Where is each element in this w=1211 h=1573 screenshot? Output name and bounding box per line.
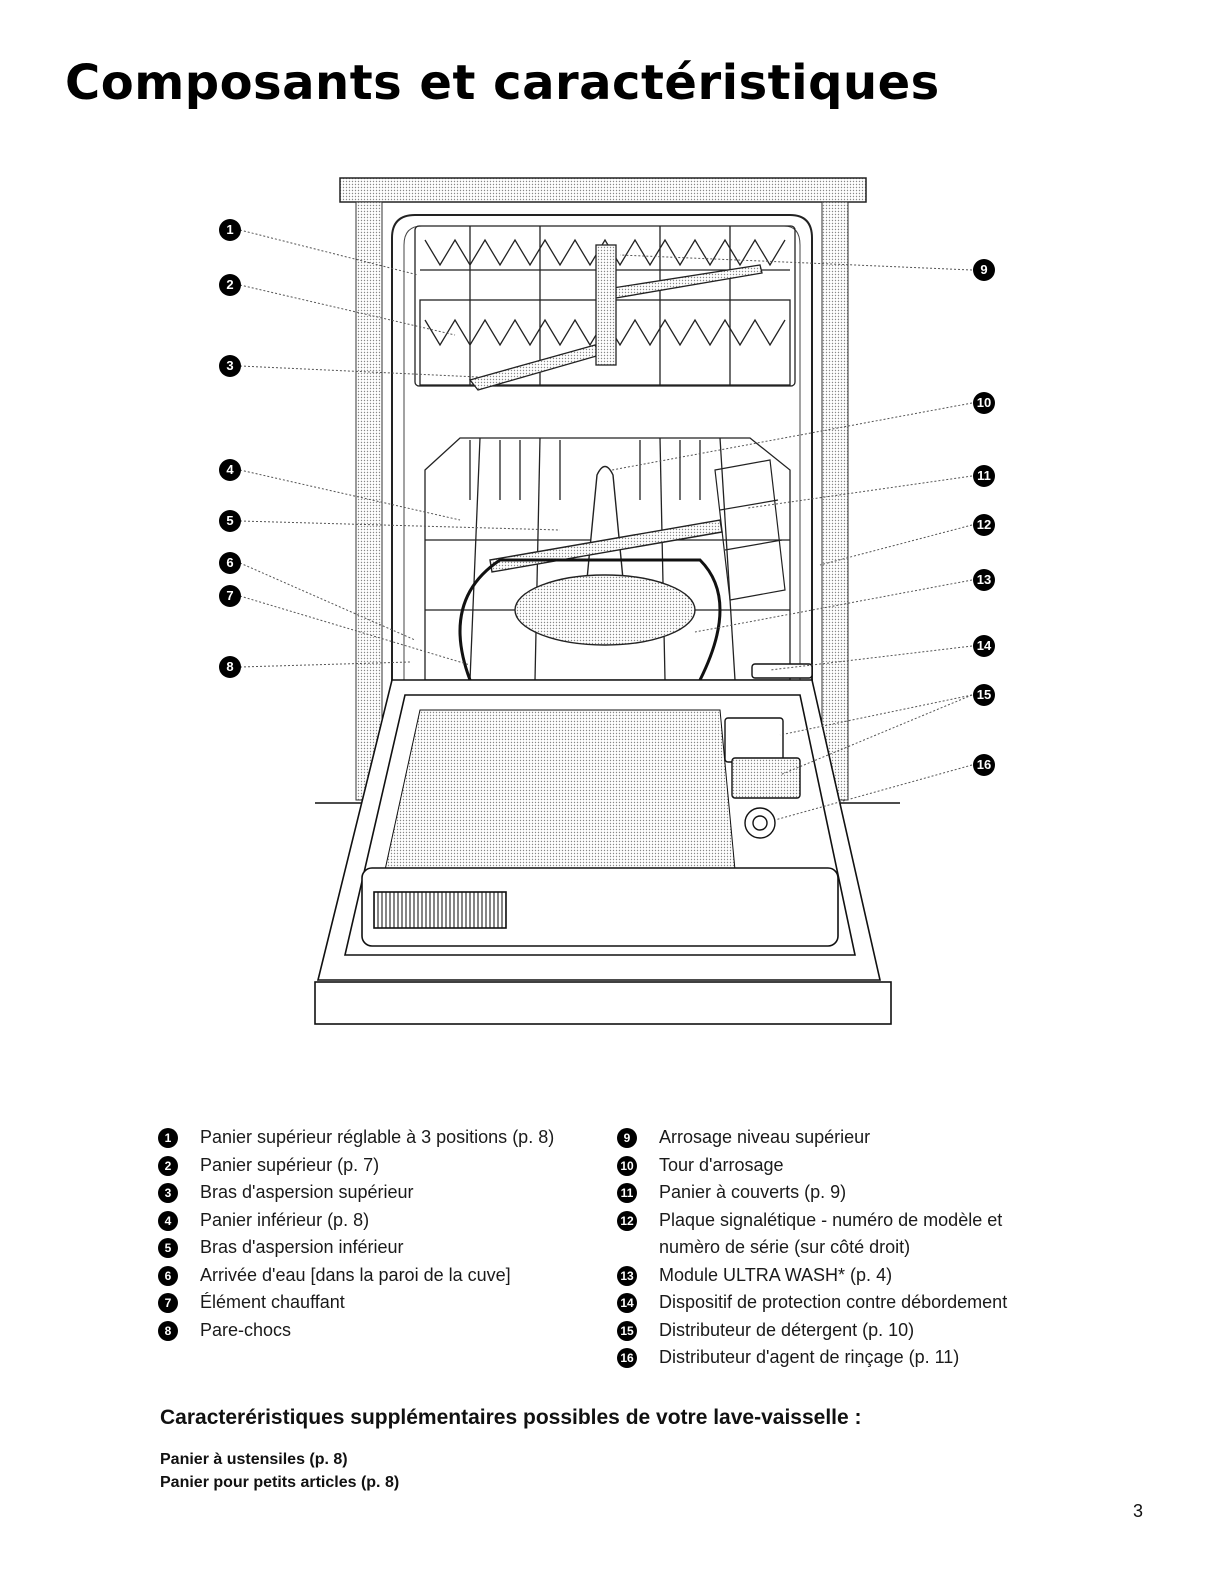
legend-number: 13 <box>617 1265 637 1286</box>
legend-text: Panier supérieur (p. 7) <box>200 1154 380 1175</box>
callout-11: 11 <box>973 465 995 487</box>
callout-8: 8 <box>219 656 241 678</box>
door-vent <box>373 891 507 929</box>
legend-text: Arrosage niveau supérieur <box>659 1127 871 1147</box>
legend-number: 7 <box>158 1293 178 1313</box>
callout-14: 14 <box>973 635 995 657</box>
legend-right: 9 Arrosage niveau supérieur 10 Tour d'arro… <box>617 1124 1067 1372</box>
legend-text: Pare-chocs <box>200 1319 292 1340</box>
callout-3: 3 <box>219 355 241 377</box>
heating-element <box>458 558 722 681</box>
legend-item-1: 1 Panier supérieur réglable à 3 positions… <box>158 1124 608 1152</box>
callout-16: 16 <box>973 754 995 776</box>
legend-number: 11 <box>617 1183 637 1203</box>
tub-outline <box>391 214 813 690</box>
legend-text: Dispositif de protection contre débordem… <box>659 1292 1008 1312</box>
page-number: 3 <box>1133 1501 1144 1521</box>
legend-item-14: 14 Dispositif de protection contre débord… <box>617 1289 1067 1317</box>
extra-feature-item: Panier à ustensiles (p. 8) <box>160 1451 348 1468</box>
legend-number: 4 <box>158 1210 178 1231</box>
legend-item-11: 11 Panier à couverts (p. 9) <box>617 1179 1067 1207</box>
countertop <box>339 177 867 203</box>
legend-number: 10 <box>617 1155 637 1176</box>
legend-number: 14 <box>617 1293 637 1313</box>
legend-number: 5 <box>158 1238 178 1258</box>
upper-spray-arm <box>468 244 763 391</box>
legend-item-9: 9 Arrosage niveau supérieur <box>617 1124 1067 1152</box>
legend-number: 3 <box>158 1183 178 1203</box>
legend-number: 9 <box>617 1128 637 1148</box>
door <box>314 679 892 1025</box>
legend-item-15: 15 Distributeur de détergent (p. 10) <box>617 1317 1067 1345</box>
wash-tower <box>489 465 723 646</box>
legend-item-5: 5 Bras d'aspersion inférieur <box>158 1234 608 1262</box>
legend-item-13: 13 Module ULTRA WASH* (p. 4) <box>617 1262 1067 1290</box>
legend-number: 8 <box>158 1320 178 1341</box>
legend-item-10: 10 Tour d'arrosage <box>617 1152 1067 1180</box>
page-title: Composants et caractéristiques <box>65 55 940 111</box>
callout-7: 7 <box>219 585 241 607</box>
dispensers <box>724 663 813 839</box>
callout-10: 10 <box>973 392 995 414</box>
extra-features-heading: Caracteréristiques supplémentaires possi… <box>160 1406 862 1429</box>
extra-feature-item: Panier pour petits articles (p. 8) <box>160 1474 400 1491</box>
legend-text: Panier supérieur réglable à 3 positions … <box>200 1127 555 1147</box>
legend-item-7: 7 Élément chauffant <box>158 1289 608 1317</box>
legend-item-16: 16 Distributeur d'agent de rinçage (p. 11… <box>617 1344 1067 1372</box>
legend-text: Panier à couverts (p. 9) <box>659 1182 847 1202</box>
legend-text: Bras d'aspersion supérieur <box>200 1182 414 1202</box>
legend-number: 15 <box>617 1320 637 1341</box>
callout-5: 5 <box>219 510 241 532</box>
legend-text: Module ULTRA WASH* (p. 4) <box>659 1264 893 1285</box>
legend-item-3: 3 Bras d'aspersion supérieur <box>158 1179 608 1207</box>
leader-lines <box>239 229 973 821</box>
legend-text: Élément chauffant <box>200 1292 345 1312</box>
callout-9: 9 <box>973 259 995 281</box>
callout-15: 15 <box>973 684 995 706</box>
legend-item-4: 4 Panier inférieur (p. 8) <box>158 1207 608 1235</box>
legend-item-12: 12 Plaque signalétique - numéro de modèle… <box>617 1207 1059 1262</box>
callout-1: 1 <box>219 219 241 241</box>
legend-text: Distributeur de détergent (p. 10) <box>659 1319 915 1340</box>
callout-13: 13 <box>973 569 995 591</box>
callout-6: 6 <box>219 552 241 574</box>
legend-number: 6 <box>158 1265 178 1286</box>
silverware-basket <box>714 459 786 601</box>
legend-text: Plaque signalétique - numéro de modèle e… <box>659 1209 1003 1258</box>
legend-left: 1 Panier supérieur réglable à 3 positions… <box>158 1124 608 1344</box>
legend-item-2: 2 Panier supérieur (p. 7) <box>158 1152 608 1180</box>
legend-number: 12 <box>617 1210 637 1231</box>
legend-number: 2 <box>158 1155 178 1176</box>
legend-number: 1 <box>158 1128 178 1148</box>
legend-text: Panier inférieur (p. 8) <box>200 1209 370 1230</box>
legend-text: Tour d'arrosage <box>659 1154 784 1175</box>
legend-text: Distributeur d'agent de rinçage (p. 11) <box>659 1347 960 1367</box>
legend-number: 16 <box>617 1348 637 1368</box>
callout-12: 12 <box>973 514 995 536</box>
legend-text: Arrivée d'eau [dans la paroi de la cuve] <box>200 1264 511 1285</box>
callout-4: 4 <box>219 459 241 481</box>
legend-item-6: 6 Arrivée d'eau [dans la paroi de la cuve… <box>158 1262 608 1290</box>
legend-item-8: 8 Pare-chocs <box>158 1317 608 1345</box>
legend-text: Bras d'aspersion inférieur <box>200 1237 404 1257</box>
callout-2: 2 <box>219 274 241 296</box>
cabinet-right-side <box>821 201 849 801</box>
